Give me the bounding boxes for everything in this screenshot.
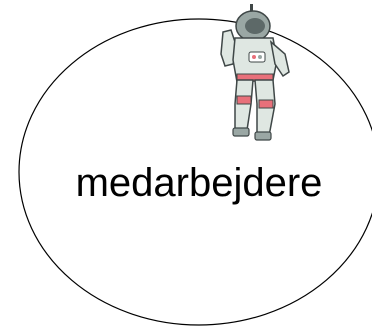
node-label: medarbejdere — [76, 161, 323, 205]
